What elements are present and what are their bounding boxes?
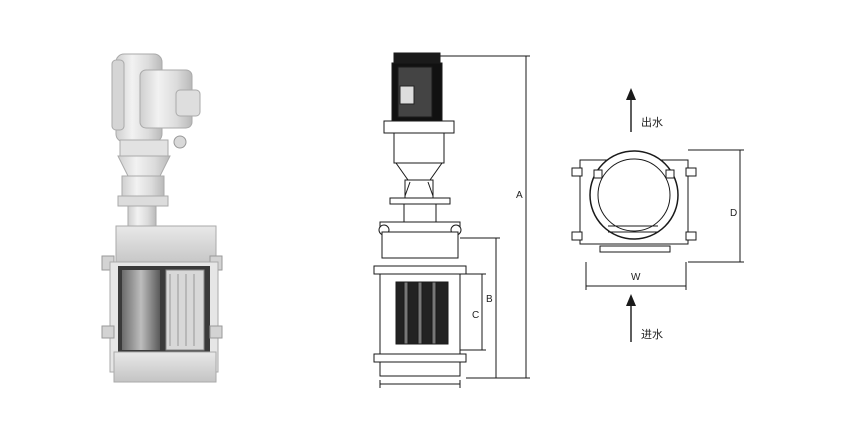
- housing-photo: [101, 225, 223, 383]
- body-drawing: [373, 221, 467, 377]
- front-view-drawing: [373, 52, 530, 388]
- motor-drawing: [383, 52, 455, 223]
- coupling-photo: [117, 155, 171, 229]
- dimension-lines-front: [379, 55, 530, 388]
- dimension-label-b: B: [486, 294, 493, 305]
- dimension-lines-top: [585, 149, 744, 290]
- dimension-label-d: D: [730, 208, 737, 219]
- dimension-label-w: W: [631, 272, 641, 283]
- product-photo: [101, 53, 223, 383]
- top-view-drawing: [571, 149, 744, 290]
- inlet-arrow-icon: [626, 294, 636, 342]
- motor-photo: [111, 53, 201, 157]
- dimension-label-a: A: [516, 190, 523, 201]
- outlet-label: 出水: [641, 115, 663, 129]
- inlet-label: 进水: [641, 328, 663, 341]
- outlet-arrow-icon: [626, 88, 636, 132]
- dimension-label-c: C: [472, 310, 479, 321]
